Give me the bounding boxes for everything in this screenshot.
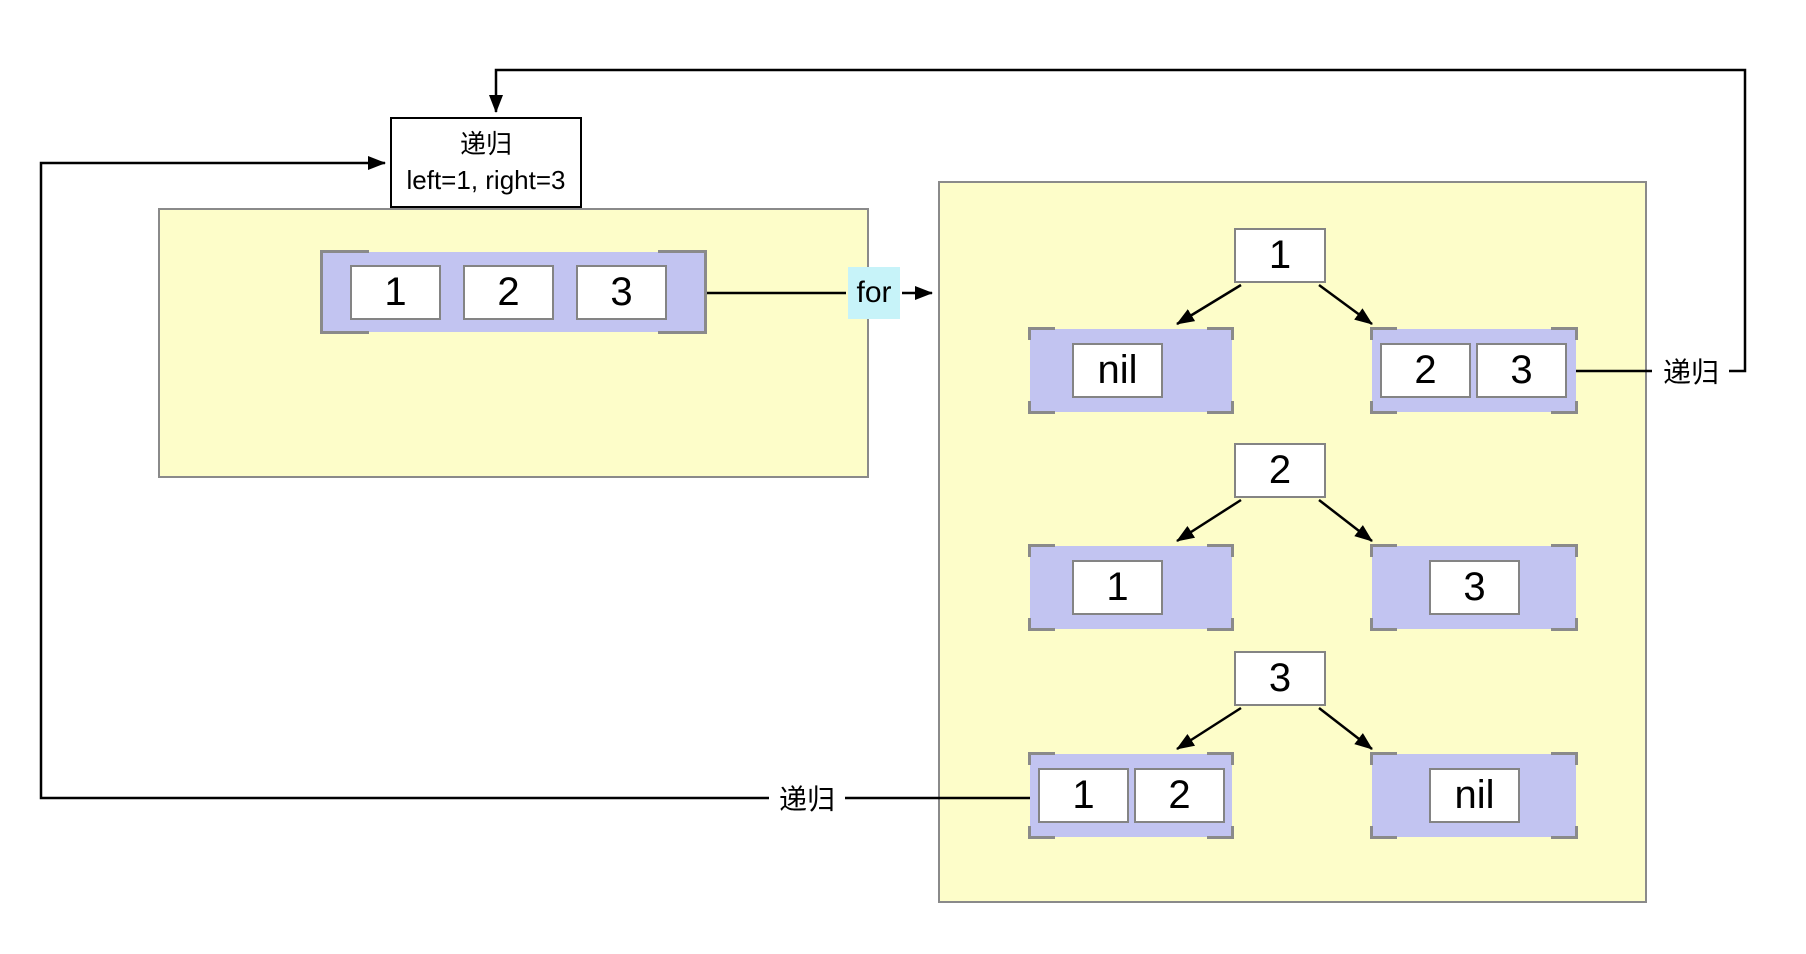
tree1-root-node: 1 bbox=[1234, 228, 1326, 283]
input-array-container: 1 2 3 bbox=[320, 250, 707, 334]
tree1-right-subarray: 2 3 bbox=[1370, 327, 1578, 414]
array-cell: 1 bbox=[350, 265, 441, 320]
bracket-tick bbox=[1028, 401, 1055, 414]
tree3-left-edge bbox=[1176, 706, 1242, 751]
tree2-left-subarray: 1 bbox=[1028, 544, 1234, 631]
subarray-cell: 2 bbox=[1380, 343, 1471, 398]
tree3-right-edge bbox=[1318, 707, 1373, 750]
bracket-tick bbox=[1207, 618, 1234, 631]
subarray-cell: 3 bbox=[1476, 343, 1567, 398]
bracket-tick bbox=[1551, 401, 1578, 414]
tree1-left-edge bbox=[1176, 283, 1242, 326]
subarray-cell: 3 bbox=[1429, 560, 1520, 615]
tree2-root-node: 2 bbox=[1234, 443, 1326, 498]
array-cell: 2 bbox=[463, 265, 554, 320]
right-recursion-label: 递归 bbox=[1657, 353, 1725, 389]
bracket-tick bbox=[1370, 401, 1397, 414]
array-cell: 3 bbox=[576, 265, 667, 320]
bracket-tick bbox=[1207, 752, 1234, 765]
tree2-right-edge bbox=[1318, 499, 1373, 542]
bracket-tick bbox=[1207, 544, 1234, 557]
recursion-call-title: 递归 bbox=[459, 129, 512, 160]
recursion-call-box: 递归 left=1, right=3 bbox=[390, 117, 582, 208]
tree3-right-subarray: nil bbox=[1370, 752, 1578, 839]
right-loop-segment-2 bbox=[489, 68, 1747, 373]
bracket-tick bbox=[1370, 327, 1397, 340]
bracket-tick bbox=[1207, 401, 1234, 414]
bracket-tick bbox=[1207, 327, 1234, 340]
bracket-tick bbox=[1028, 618, 1055, 631]
array-right-bracket bbox=[658, 250, 707, 334]
subarray-cell: 1 bbox=[1038, 768, 1129, 823]
array-left-bracket bbox=[320, 250, 369, 334]
subarray-cell: nil bbox=[1072, 343, 1163, 398]
bracket-tick bbox=[1370, 752, 1397, 765]
bracket-tick bbox=[1551, 327, 1578, 340]
bracket-tick bbox=[1370, 826, 1397, 839]
subarray-cell: 2 bbox=[1134, 768, 1225, 823]
bracket-tick bbox=[1028, 826, 1055, 839]
left-recursion-label: 递归 bbox=[773, 780, 841, 816]
recursion-call-params: left=1, right=3 bbox=[406, 164, 566, 195]
bracket-tick bbox=[1551, 618, 1578, 631]
tree3-left-subarray: 1 2 bbox=[1028, 752, 1234, 839]
bracket-tick bbox=[1207, 826, 1234, 839]
bracket-tick bbox=[1551, 826, 1578, 839]
bracket-tick bbox=[1370, 544, 1397, 557]
tree2-left-edge bbox=[1176, 498, 1242, 543]
bracket-tick bbox=[1551, 752, 1578, 765]
subarray-cell: nil bbox=[1429, 768, 1520, 823]
bracket-tick bbox=[1028, 544, 1055, 557]
tree1-right-edge bbox=[1318, 283, 1373, 326]
bracket-tick bbox=[1551, 544, 1578, 557]
bracket-tick bbox=[1028, 327, 1055, 340]
tree1-left-subarray: nil bbox=[1028, 327, 1234, 414]
bracket-tick bbox=[1028, 752, 1055, 765]
subarray-cell: 1 bbox=[1072, 560, 1163, 615]
tree2-right-subarray: 3 bbox=[1370, 544, 1578, 631]
for-loop-label: for bbox=[848, 267, 900, 319]
bracket-tick bbox=[1370, 618, 1397, 631]
left-loop-segment-2 bbox=[39, 156, 769, 800]
tree3-root-node: 3 bbox=[1234, 651, 1326, 706]
